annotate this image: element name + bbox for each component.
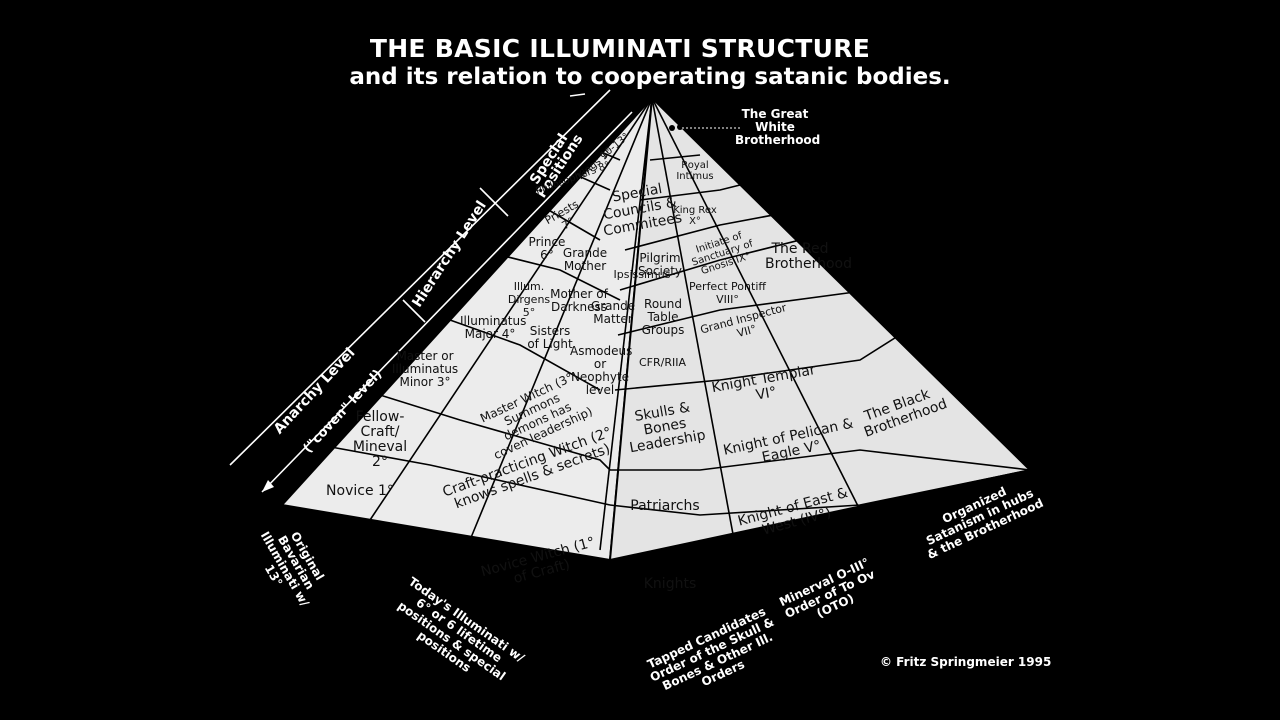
cell-ipsissimus: Ipsissimus <box>613 268 671 281</box>
cell-cfr-riia: CFR/RIIA <box>638 356 686 369</box>
pyramid-right-face <box>608 95 1033 562</box>
diagram-title: THE BASIC ILLUMINATI STRUCTURE <box>369 34 871 63</box>
cell-grande-matter: Grande Matter <box>590 299 636 326</box>
diagram-subtitle: and its relation to cooperating satanic … <box>349 64 951 90</box>
copyright-text: © Fritz Springmeier 1995 <box>880 655 1052 669</box>
cell-sisters-of-light: Sisters of Light <box>527 324 573 351</box>
cell-asmodeus: Asmodeus or Neophyte level <box>570 344 633 397</box>
cell-knights: Knights <box>643 576 697 592</box>
cell-grande-mother: Grande Mother <box>562 246 608 273</box>
cell-king-rex: King Rex X° <box>673 205 717 227</box>
cell-red-brotherhood: The Red Brotherhood <box>765 241 852 272</box>
cell-prince: Prince 6° <box>528 235 566 262</box>
cell-pilgrim-society: Pilgrim Society <box>637 251 683 278</box>
cell-perfect-pontiff: Perfect Pontiff VIII° <box>689 280 766 306</box>
cell-master-illuminatus-minor: Master or Illuminatus Minor 3° <box>391 349 459 389</box>
great-white-brotherhood-label: The Great White Brotherhood <box>735 107 821 147</box>
cell-mother-of-darkness: Mother of Darkness <box>550 287 608 314</box>
cell-novice: Novice 1° <box>326 483 394 499</box>
cell-round-table-groups: Round Table Groups <box>641 297 685 337</box>
cell-royal-intimus: Royal Intimus <box>676 160 714 182</box>
cell-illuminatus-major: Illuminatus Major 4° <box>460 314 527 341</box>
cell-fellow-craft: Fellow-Craft/ Mineval 2° <box>352 409 408 470</box>
cell-patriarchs: Patriarchs <box>630 498 700 514</box>
cell-illum-dirgens: Illum. Dirgens 5° <box>507 280 551 319</box>
